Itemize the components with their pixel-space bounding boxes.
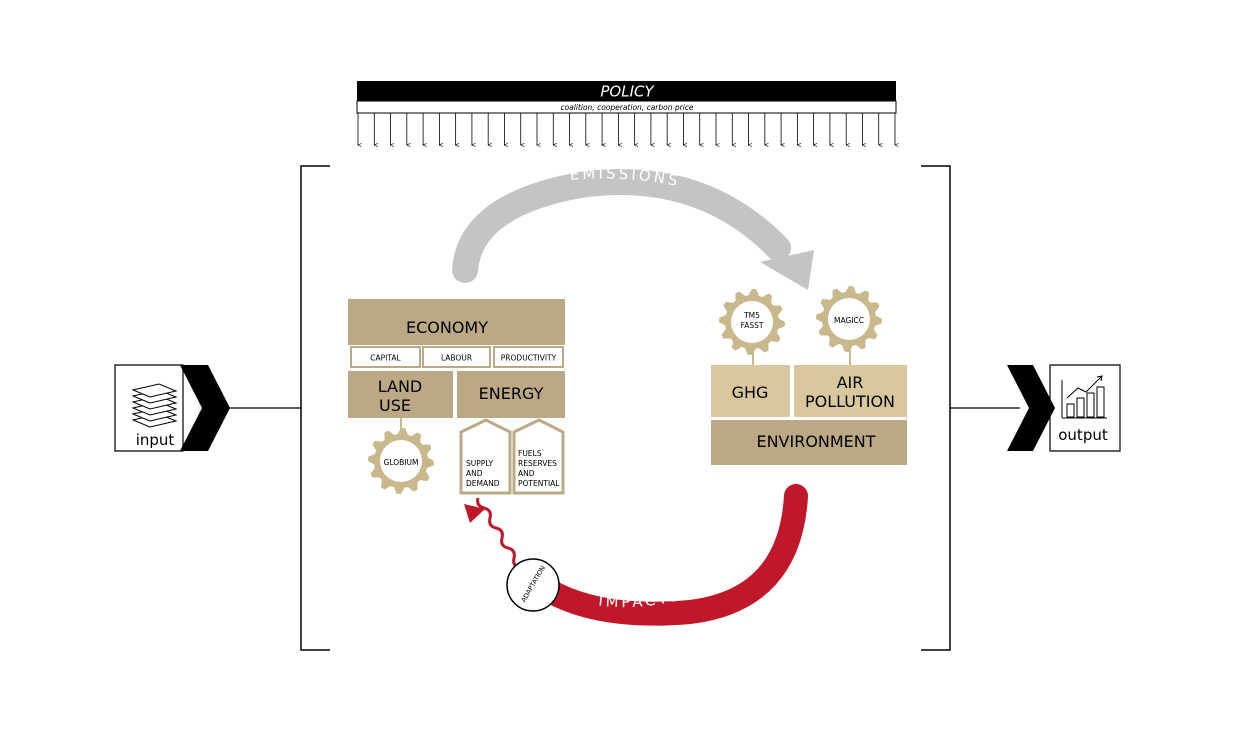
- output-chevron-icon: [1007, 365, 1055, 451]
- model-bracket-right: [921, 165, 951, 651]
- adaptation-node: ADAPTATION: [506, 558, 560, 612]
- productivity-box: [493, 346, 564, 368]
- adaptation-wave-arrow: [476, 497, 521, 570]
- policy-subtitle: coalition, cooperation, carbon price: [560, 103, 693, 112]
- layers-icon: [131, 383, 178, 428]
- supply-label-line1: SUPPLY: [466, 459, 493, 468]
- fuels-label-line4: POTENTIAL: [518, 479, 560, 488]
- tm5-label-line1: TM5: [743, 311, 760, 320]
- land-use-label-line2: USE: [379, 396, 411, 415]
- globium-label: GLOBIUM: [384, 458, 419, 467]
- land-use-box: [348, 371, 453, 418]
- labour-label: LABOUR: [441, 354, 472, 363]
- model-bracket-left: [300, 165, 330, 651]
- ghg-label: GHG: [732, 383, 769, 402]
- fuels-label-line1: FUELS: [518, 449, 542, 458]
- tm5-fasst-gear-icon: [719, 289, 785, 355]
- capital-label: CAPITAL: [370, 354, 401, 363]
- supply-demand-house: [459, 418, 512, 495]
- economy-block: ECONOMY CAPITAL LABOUR PRODUCTIVITY LAND…: [348, 299, 565, 495]
- policy-title-bar: [357, 81, 896, 101]
- output-label: output: [1058, 426, 1108, 444]
- fuels-label-line2: RESERVES: [518, 459, 557, 468]
- fuels-reserves-house: [512, 418, 565, 495]
- supply-label-line3: DEMAND: [466, 479, 500, 488]
- supply-label-line2: AND: [466, 469, 483, 478]
- bar-chart-icon: [1061, 375, 1107, 419]
- input-chevron-icon: [180, 365, 230, 451]
- energy-label: ENERGY: [479, 384, 544, 403]
- air-pollution-box: [794, 365, 907, 417]
- input-label: input: [136, 431, 175, 449]
- policy-arrows: [357, 113, 895, 145]
- output-block: output: [950, 364, 1121, 452]
- emissions-arrow: EMISSIONS: [452, 164, 814, 290]
- air-pollution-label-line2: POLLUTION: [805, 392, 895, 411]
- capital-box: [350, 346, 421, 368]
- ghg-box: [711, 365, 790, 417]
- tm5-label-line2: FASST: [741, 321, 764, 330]
- economy-box: [348, 299, 565, 345]
- productivity-label: PRODUCTIVITY: [501, 354, 557, 363]
- land-use-label-line1: LAND: [378, 377, 423, 396]
- environment-block: GHG AIR POLLUTION ENVIRONMENT: [711, 345, 907, 465]
- fuels-label-line3: AND: [518, 469, 535, 478]
- magicc-label: MAGICC: [834, 316, 864, 325]
- labour-box: [422, 346, 491, 368]
- input-block: input: [114, 364, 301, 452]
- environment-title: ENVIRONMENT: [756, 432, 875, 451]
- energy-box: [457, 371, 565, 418]
- air-pollution-label-line1: AIR: [837, 373, 864, 392]
- policy-banner: POLICY coalition, cooperation, carbon pr…: [356, 81, 897, 145]
- policy-title: POLICY: [600, 83, 655, 101]
- environment-box: [711, 420, 907, 465]
- globium-gear-icon: [368, 428, 434, 494]
- economy-title: ECONOMY: [406, 318, 488, 337]
- magicc-gear-icon: [816, 286, 882, 352]
- policy-subtitle-bar: [356, 100, 897, 114]
